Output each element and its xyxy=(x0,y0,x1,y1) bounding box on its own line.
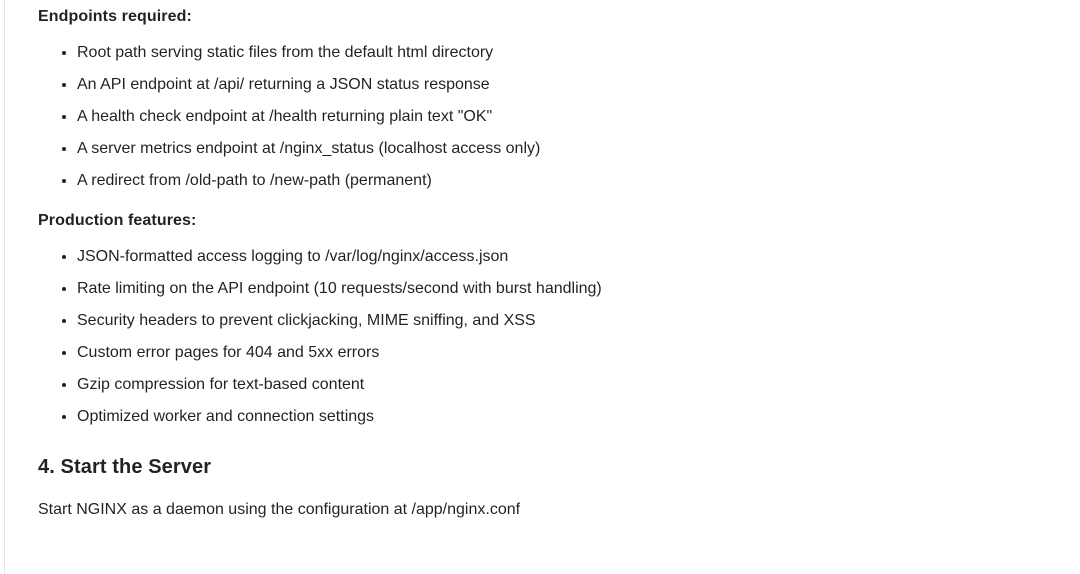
list-item: An API endpoint at /api/ returning a JSO… xyxy=(77,73,1040,97)
list-item: Custom error pages for 404 and 5xx error… xyxy=(77,341,1040,365)
closing-paragraph: Start NGINX as a daemon using the config… xyxy=(38,501,521,518)
list-item: Security headers to prevent clickjacking… xyxy=(77,309,1040,333)
list-item: Gzip compression for text-based content xyxy=(77,373,1040,397)
list-item: Optimized worker and connection settings xyxy=(77,405,1040,429)
list-item: A redirect from /old-path to /new-path (… xyxy=(77,169,1040,193)
list-item: A health check endpoint at /health retur… xyxy=(77,105,1040,129)
list-item: A server metrics endpoint at /nginx_stat… xyxy=(77,137,1040,161)
left-rule-divider xyxy=(4,0,5,574)
endpoints-required-list: Root path serving static files from the … xyxy=(38,41,1040,193)
start-server-heading: 4. Start the Server xyxy=(38,456,212,478)
list-item: Rate limiting on the API endpoint (10 re… xyxy=(77,277,1040,301)
list-item: JSON-formatted access logging to /var/lo… xyxy=(77,245,1040,269)
production-features-heading: Production features: xyxy=(38,212,197,229)
endpoints-required-heading: Endpoints required: xyxy=(38,8,192,25)
list-item: Root path serving static files from the … xyxy=(77,41,1040,65)
document-body: Endpoints required: Root path serving st… xyxy=(0,0,1080,522)
production-features-list: JSON-formatted access logging to /var/lo… xyxy=(38,245,1040,429)
